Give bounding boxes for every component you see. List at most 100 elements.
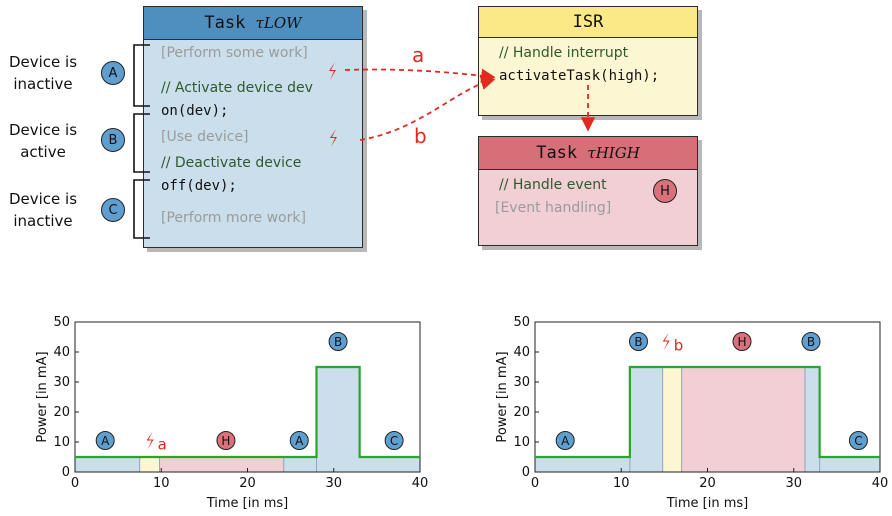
- marker-label: H: [221, 434, 230, 448]
- interrupt-marker-b: b: [662, 332, 684, 355]
- plot-frame: [74, 321, 421, 473]
- marker-label: C: [854, 434, 862, 448]
- marker-circle: [384, 431, 404, 450]
- task-high-box: Task τHIGH // Handle event [Event handli…: [478, 136, 698, 246]
- side-label-a: Device is inactive: [8, 53, 78, 93]
- marker-circle: [732, 332, 752, 351]
- region-task_low: [535, 457, 630, 472]
- marker-h: H: [732, 332, 752, 351]
- on-call: on(dev);: [161, 103, 229, 119]
- region-task_high: [159, 457, 284, 472]
- y-tick-label: 10: [53, 435, 70, 450]
- y-axis-label: Power [in mA]: [495, 351, 510, 442]
- arrow-b: [359, 75, 496, 141]
- lightning-icon: [146, 431, 154, 450]
- y-tick-label: 0: [522, 465, 530, 480]
- region-task_low: [804, 367, 820, 472]
- event-handling-line: [Event handling]: [495, 200, 612, 216]
- interrupt-letter: a: [158, 436, 167, 454]
- diagram-overlay: [133, 44, 596, 239]
- side-label-b: Device is active: [8, 121, 78, 161]
- marker-c: C: [384, 431, 404, 450]
- y-axis-label: Power [in mA]: [35, 351, 50, 442]
- marker-a: A: [95, 431, 115, 450]
- task-high-comment: // Handle event: [499, 177, 607, 193]
- x-tick-label: 0: [71, 476, 79, 491]
- region-task_low: [75, 457, 140, 472]
- marker-circle: [216, 431, 236, 450]
- isr-header: ISR: [479, 7, 697, 38]
- task-low-box: Task τLOW [Perform some work] // Activat…: [143, 6, 363, 248]
- y-tick-label: 50: [53, 315, 70, 330]
- task-low-header: Task τLOW: [144, 7, 362, 40]
- marker-circle: [629, 332, 648, 351]
- marker-h: H: [653, 179, 677, 203]
- x-tick-label: 20: [699, 476, 716, 491]
- marker-circle: [95, 431, 115, 450]
- task-high-title: Task: [536, 143, 578, 163]
- brackets: [133, 44, 150, 239]
- marker-b: B: [629, 332, 648, 351]
- lightning-icons: [329, 62, 337, 147]
- task-high-subscript: τHIGH: [587, 144, 640, 162]
- y-tick-label: 30: [53, 375, 70, 390]
- y-tick-label: 50: [513, 315, 530, 330]
- x-tick-label: 10: [153, 476, 170, 491]
- marker-a: A: [555, 431, 575, 450]
- arrow-a-label: a: [412, 43, 425, 67]
- y-tick-label: 30: [513, 375, 530, 390]
- marker-circle: [328, 332, 348, 351]
- power-series-line: [535, 365, 880, 459]
- marker-label: C: [390, 434, 398, 448]
- arrow-b-label: b: [414, 124, 427, 148]
- marker-b: B: [801, 332, 821, 351]
- task-high-header: Task τHIGH: [479, 137, 697, 170]
- lightning-a-icon: [329, 62, 336, 80]
- marker-a: A: [289, 431, 309, 450]
- y-tick-label: 0: [62, 465, 70, 480]
- marker-label: A: [561, 434, 570, 448]
- interrupt-letter: b: [674, 337, 684, 355]
- x-axis-label: Time [in ms]: [666, 496, 749, 511]
- region-task_low: [316, 367, 360, 472]
- arrow-a: [344, 68, 496, 83]
- activate-comment: // Activate device dev: [161, 80, 313, 96]
- marker-circle: [289, 431, 309, 450]
- region-task_low: [629, 367, 663, 472]
- marker-label: B: [807, 335, 815, 349]
- off-call: off(dev);: [161, 178, 237, 194]
- task-low-title: Task: [204, 13, 246, 33]
- interrupt-arrows: [344, 68, 596, 141]
- marker-label: A: [295, 434, 304, 448]
- isr-call: activateTask(high);: [499, 68, 660, 84]
- marker-a: A: [101, 61, 125, 85]
- region-isr: [662, 367, 682, 472]
- marker-circle: [848, 431, 868, 450]
- y-tick-label: 20: [513, 405, 530, 420]
- bracket-b: [133, 113, 150, 173]
- isr-title: ISR: [572, 12, 604, 32]
- marker-c: C: [848, 431, 868, 450]
- marker-label: A: [101, 434, 110, 448]
- marker-c: C: [101, 198, 125, 222]
- perform-work-line: [Perform some work]: [161, 45, 308, 61]
- isr-comment: // Handle interrupt: [499, 45, 629, 61]
- marker-h: H: [216, 431, 236, 450]
- marker-circle: [801, 332, 821, 351]
- bracket-a: [133, 44, 150, 107]
- lightning-icon: [662, 332, 670, 351]
- x-tick-label: 30: [785, 476, 802, 491]
- marker-b: B: [328, 332, 348, 351]
- lightning-b-icon: [330, 129, 337, 147]
- y-tick-label: 10: [513, 435, 530, 450]
- interrupt-marker-a: a: [146, 431, 167, 454]
- side-label-c: Device is inactive: [8, 190, 78, 230]
- x-tick-label: 40: [872, 476, 889, 491]
- marker-label: B: [334, 335, 342, 349]
- y-tick-label: 40: [513, 345, 530, 360]
- marker-circle: [555, 431, 575, 450]
- region-task_high: [681, 367, 805, 472]
- marker-label: H: [737, 335, 746, 349]
